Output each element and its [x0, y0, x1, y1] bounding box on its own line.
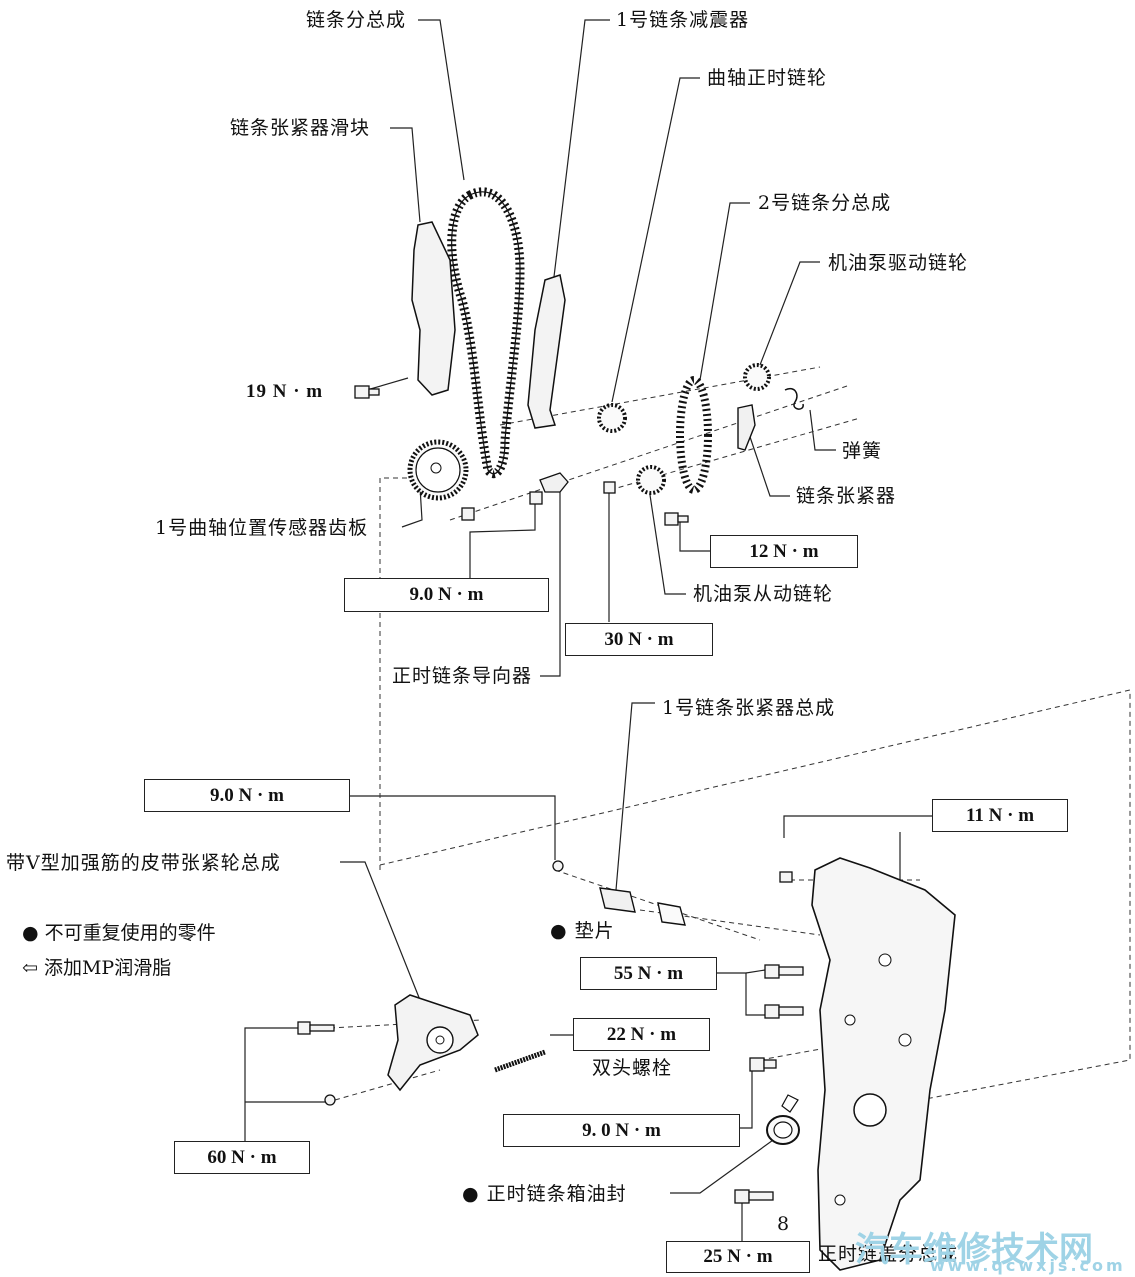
label-oil-pump-drive-sprocket: 机油泵驱动链轮: [828, 252, 969, 274]
label-v-ribbed-belt-tensioner: 带V型加强筋的皮带张紧轮总成: [6, 852, 281, 874]
label-stud-bolt: 双头螺栓: [592, 1057, 673, 1079]
label-chain-tensioner-slipper: 链条张紧器滑块: [230, 117, 371, 139]
oil-seal-part: [766, 1094, 800, 1145]
label-crank-position-sensor-plate: 1号曲轴位置传感器齿板: [155, 517, 369, 539]
label-chain-no2-sub-assembly: 2号链条分总成: [758, 192, 892, 214]
label-timing-chain-case-oil-seal: ● 正时链条箱油封: [462, 1183, 627, 1205]
chain-damper-part: [527, 274, 566, 429]
legend-mp-grease: ⇦ 添加MP润滑脂: [22, 957, 172, 979]
spring-part: [784, 388, 804, 410]
chain-tensioner-slipper-part: [411, 221, 456, 396]
leader-lines: [244, 19, 932, 1241]
label-timing-chain-guide: 正时链条导向器: [392, 665, 533, 687]
label-spring: 弹簧: [842, 440, 883, 462]
timing-chain-cover-part: [811, 857, 956, 1271]
torque-box-30: 30 N · m: [565, 623, 713, 656]
belt-tensioner-part: [387, 994, 479, 1092]
label-oil-pump-driven-sprocket: 机油泵从动链轮: [693, 583, 834, 605]
label-chain-tensioner-assembly-no1: 1号链条张紧器总成: [662, 697, 836, 719]
bolts: [297, 385, 905, 1204]
crank-sensor-plate-part: [407, 439, 469, 501]
label-chain-sub-assembly: 链条分总成: [306, 9, 407, 31]
legend-non-reusable: ● 不可重复使用的零件: [22, 922, 216, 944]
torque-19: 19 N · m: [246, 381, 324, 402]
label-timing-chain-cover: 正时链盖分总成: [818, 1243, 959, 1265]
chain-tensioner-part: [737, 404, 756, 451]
oil-pump-driven-sprocket-part: [636, 465, 666, 495]
label-chain-tensioner: 链条张紧器: [796, 485, 897, 507]
oil-pump-drive-sprocket-part: [743, 363, 771, 391]
label-crankshaft-timing-sprocket: 曲轴正时链轮: [707, 67, 828, 89]
torque-box-9-0-upper: 9.0 N · m: [344, 578, 549, 612]
timing-chain-guide-part: [539, 472, 569, 493]
torque-box-25: 25 N · m: [666, 1241, 810, 1273]
torque-box-12: 12 N · m: [710, 535, 858, 568]
chain-no2-part: [676, 376, 712, 494]
torque-box-22: 22 N · m: [573, 1018, 710, 1051]
chain-tensioner-assembly-part: [599, 887, 636, 913]
label-chain-damper-no1: 1号链条减震器: [616, 9, 750, 31]
gasket-part: [657, 902, 686, 926]
stud-bolt-part: [494, 1049, 546, 1073]
label-gasket: ● 垫片: [550, 920, 615, 942]
watermark-url: www.qcwxjs.com: [930, 1256, 1126, 1275]
chain-sub-assembly-part: [447, 187, 525, 479]
torque-box-60: 60 N · m: [174, 1141, 310, 1174]
torque-box-9-0-lower: 9. 0 N · m: [503, 1114, 740, 1147]
torque-box-9-0-mid: 9.0 N · m: [144, 779, 350, 812]
watermark-logo-text: 汽车维修技术网: [855, 1230, 1093, 1270]
torque-box-55: 55 N · m: [580, 957, 717, 990]
torque-box-11: 11 N · m: [932, 799, 1068, 832]
figure-number: 8: [777, 1213, 791, 1235]
crankshaft-sprocket-part: [597, 403, 627, 433]
